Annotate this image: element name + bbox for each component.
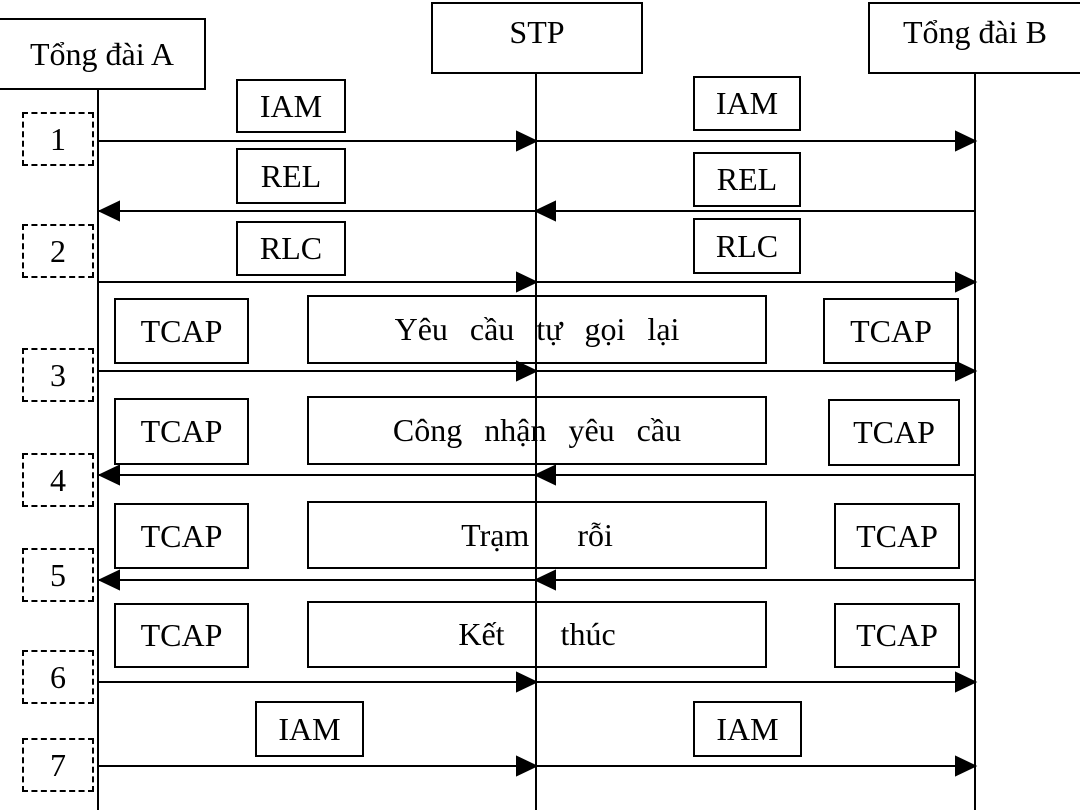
signal-rel-stp-a: REL	[236, 148, 346, 204]
node-stp: STP	[431, 2, 643, 74]
signal-iam-7-right: IAM	[693, 701, 802, 757]
signal-label: REL	[260, 157, 322, 194]
step-7: 7	[22, 738, 94, 792]
tcap-3-right: TCAP	[823, 298, 959, 364]
step-label: 5	[50, 556, 66, 593]
step-label: 3	[50, 356, 66, 393]
node-b-label: Tổng đài B	[903, 14, 1047, 50]
tcap-5-left: TCAP	[114, 503, 249, 569]
signal-iam-7-left: IAM	[255, 701, 364, 757]
arrows-right	[98, 130, 978, 777]
signal-label: IAM	[278, 710, 341, 747]
tcap-4-left: TCAP	[114, 398, 249, 465]
message-label: Yêu cầu tự gọi lại	[394, 311, 680, 347]
signal-label: TCAP	[850, 312, 932, 349]
step-4: 4	[22, 453, 94, 507]
node-stp-label: STP	[509, 14, 565, 50]
signal-label: RLC	[259, 230, 323, 266]
signal-label: REL	[716, 161, 778, 197]
node-a: Tổng đài A	[0, 18, 206, 90]
signal-iam-stp-b: IAM	[693, 76, 801, 131]
signal-label: TCAP	[140, 413, 223, 449]
message-label: Trạm rỗi	[461, 516, 613, 553]
tcap-4-right: TCAP	[828, 399, 960, 466]
arrows-left	[97, 200, 975, 591]
step-label: 1	[50, 120, 66, 157]
message-3: Yêu cầu tự gọi lại	[307, 295, 767, 364]
step-label: 4	[50, 461, 66, 498]
signal-label: TCAP	[856, 617, 938, 653]
message-label: Kết thúc	[458, 616, 616, 652]
signal-label: TCAP	[140, 312, 223, 349]
step-label: 2	[50, 232, 66, 269]
signal-label: TCAP	[140, 617, 223, 653]
node-b: Tổng đài B	[868, 2, 1080, 74]
signal-label: IAM	[259, 87, 323, 124]
step-3: 3	[22, 348, 94, 402]
tcap-6-left: TCAP	[114, 603, 249, 668]
signal-rlc-stp-b: RLC	[693, 218, 801, 274]
node-a-label: Tổng đài A	[30, 35, 174, 72]
step-1: 1	[22, 112, 94, 166]
message-4: Công nhận yêu cầu	[307, 396, 767, 465]
signal-rel-b-stp: REL	[693, 152, 801, 207]
signal-label: IAM	[716, 710, 779, 747]
step-6: 6	[22, 650, 94, 704]
signal-label: TCAP	[140, 517, 223, 554]
tcap-6-right: TCAP	[834, 603, 960, 668]
signal-label: RLC	[715, 227, 779, 264]
signal-iam-a-stp: IAM	[236, 79, 346, 133]
tcap-3-left: TCAP	[114, 298, 249, 364]
signal-rlc-a-stp: RLC	[236, 221, 346, 276]
signal-label: IAM	[715, 85, 779, 121]
tcap-5-right: TCAP	[834, 503, 960, 569]
step-2: 2	[22, 224, 94, 278]
step-label: 7	[50, 746, 66, 783]
step-5: 5	[22, 548, 94, 602]
message-6: Kết thúc	[307, 601, 767, 668]
signal-label: TCAP	[856, 517, 938, 554]
message-label: Công nhận yêu cầu	[392, 412, 682, 448]
message-5: Trạm rỗi	[307, 501, 767, 569]
step-label: 6	[50, 658, 66, 695]
signal-label: TCAP	[853, 414, 935, 450]
